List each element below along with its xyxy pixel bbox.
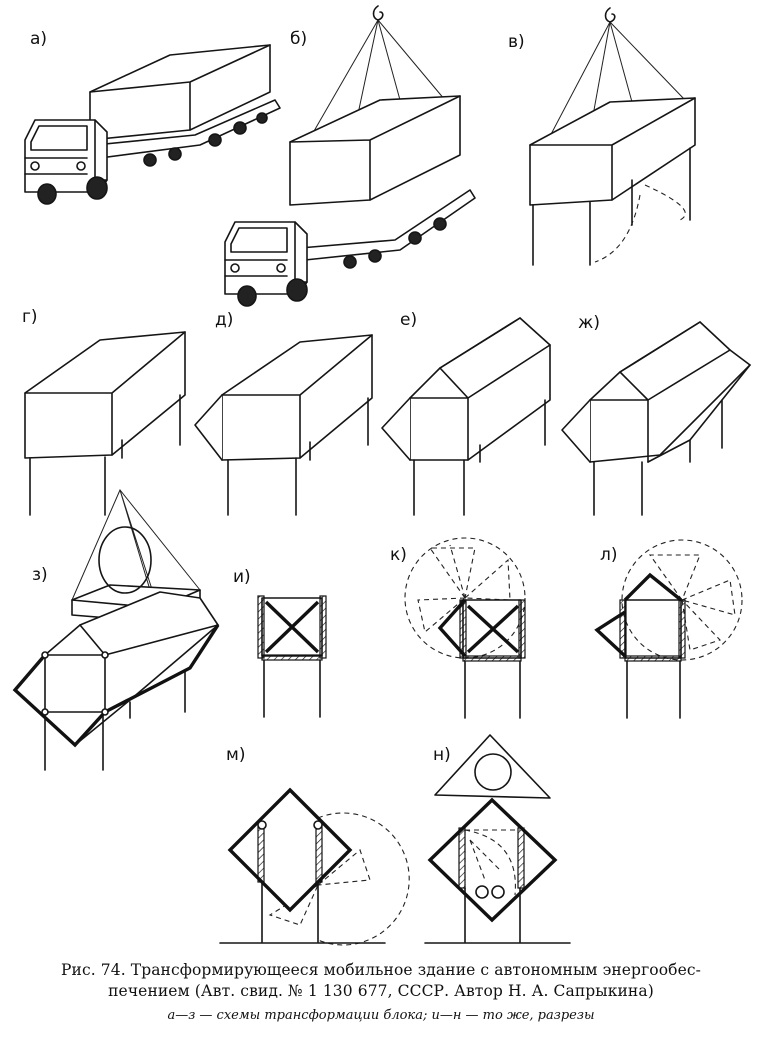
- label-n: н): [433, 745, 451, 765]
- diagram-i: и): [233, 567, 327, 718]
- diagram-n: н): [424, 734, 571, 944]
- label-v: в): [508, 32, 525, 52]
- diagram-m: м): [219, 745, 410, 946]
- diagram-d: д): [194, 310, 373, 516]
- label-z: з): [32, 565, 48, 585]
- caption-line-1: Рис. 74. Трансформирующееся мобильное зд…: [60, 961, 701, 979]
- transformation-figure: а) б) в): [12, 5, 751, 946]
- crane-hook-icon: [372, 5, 384, 21]
- label-d: д): [215, 310, 233, 330]
- caption-line-2: печением (Авт. свид. № 1 130 677, СССР. …: [108, 982, 654, 1000]
- diagram-a: а): [24, 29, 281, 205]
- diagram-k: к): [390, 537, 526, 719]
- diagram-e: е): [381, 310, 551, 516]
- label-e: е): [400, 310, 417, 330]
- diagram-v: в): [508, 7, 696, 266]
- label-m: м): [226, 745, 245, 765]
- label-i: и): [233, 567, 251, 587]
- label-g: г): [22, 307, 38, 327]
- diagram-b: б): [224, 5, 476, 307]
- figure-caption: Рис. 74. Трансформирующееся мобильное зд…: [20, 960, 742, 1002]
- label-k: к): [390, 545, 407, 565]
- figure-subcaption: а—з — схемы трансформации блока; и—н — т…: [167, 1008, 595, 1023]
- diagram-l: л): [594, 539, 743, 719]
- diagram-z: з): [12, 489, 220, 771]
- crane-hook-icon: [604, 7, 616, 23]
- label-l: л): [600, 545, 618, 565]
- label-b: б): [290, 29, 307, 49]
- diagram-zh: ж): [561, 313, 751, 516]
- diagram-g: г): [22, 307, 186, 516]
- label-a: а): [30, 29, 47, 49]
- label-zh: ж): [578, 313, 600, 333]
